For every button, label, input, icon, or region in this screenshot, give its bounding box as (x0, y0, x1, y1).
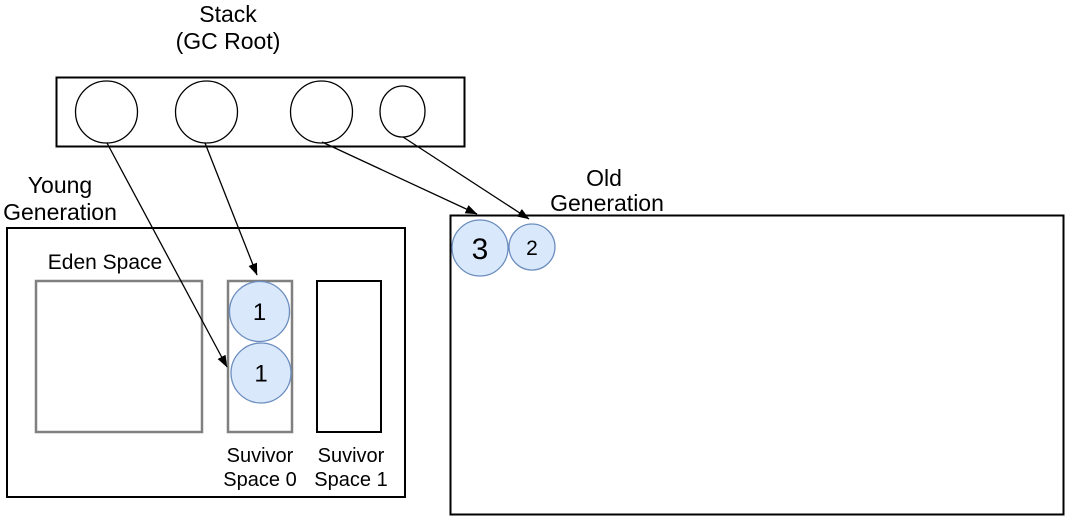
eden-space-box (34, 279, 204, 434)
stack-slot-circle-1 (74, 80, 139, 144)
survivor-space-0-label-line1: Suvivor (227, 445, 294, 467)
arrow-stack4-to-oldgen-small (402, 136, 530, 220)
survivor-space-1-box (316, 280, 382, 433)
object-label-survivor0-top: 1 (253, 299, 266, 326)
stack-slot-circle-4 (379, 85, 426, 138)
object-label-oldgen-small: 2 (526, 237, 538, 260)
young-generation-box (6, 227, 406, 498)
survivor-space-1-label-line2: Space 1 (314, 469, 387, 491)
object-circle-survivor0-top (228, 280, 291, 343)
arrow-stack2-to-survivor0-top (204, 142, 258, 276)
old-generation-title-line1: Old (586, 165, 622, 191)
eden-space-label: Eden Space (48, 251, 162, 274)
object-label-survivor0-bottom: 1 (254, 361, 267, 388)
stack-title-line2: (GC Root) (176, 28, 281, 54)
young-generation-title-line1: Young (28, 172, 92, 198)
stack-slot-circle-3 (289, 80, 354, 144)
survivor-space-1-label-line1: Suvivor (318, 445, 385, 467)
object-circle-oldgen-small (508, 223, 556, 271)
young-generation-title-line2: Generation (3, 199, 117, 225)
stack-title-line1: Stack (199, 1, 257, 27)
survivor-space-0-label-line2: Space 0 (223, 469, 296, 491)
stack-box (55, 76, 466, 148)
old-generation-title-line2: Generation (550, 190, 664, 216)
object-circle-survivor0-bottom (230, 342, 292, 404)
arrow-stack1-to-survivor0-bottom (106, 142, 228, 368)
old-generation-box (449, 214, 1065, 516)
object-label-oldgen-large: 3 (472, 233, 489, 266)
stack-slot-circle-2 (174, 80, 239, 144)
arrow-stack3-to-oldgen-large (321, 141, 478, 215)
object-circle-oldgen-large (451, 219, 509, 277)
